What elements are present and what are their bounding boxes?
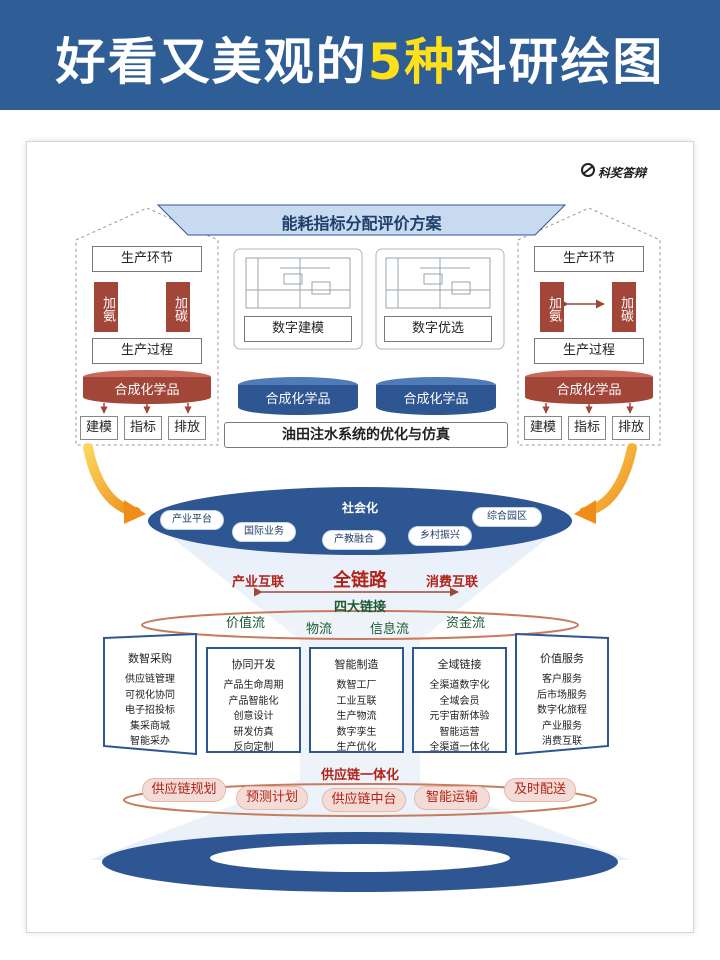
supply-pill-forecast: 预测计划 — [236, 786, 308, 810]
panel-item: 生产物流 — [336, 711, 377, 722]
supply-pill-planning: 供应链规划 — [142, 778, 226, 802]
panel-omnichannel: 全域链接 全渠道数字化 全域会员 元宇宙新体验 智能运营 全渠道一体化 — [413, 656, 506, 756]
panel-item: 消费互联 — [542, 736, 582, 747]
panel-title: 数智采购 — [128, 652, 172, 665]
panel-item: 可视化协同 — [125, 689, 175, 701]
panel-title: 价值服务 — [540, 652, 584, 665]
panel-item: 数字孪生 — [336, 726, 377, 738]
digital-optimization-label: 数字优选 — [384, 316, 492, 342]
panel-development: 协同开发 产品生命周期 产品智能化 创意设计 研发仿真 反向定制 — [207, 656, 300, 756]
right-production-link-box: 生产环节 — [534, 246, 644, 272]
panel-title: 智能制造 — [334, 658, 379, 671]
panel-item: 反向定制 — [233, 742, 274, 753]
panel-item: 智能运营 — [439, 726, 480, 738]
chain-right-label: 消费互联 — [426, 575, 479, 590]
panel-procurement: 数智采购 供应链管理 可视化协同 电子招投标 集采商城 智能采办 — [104, 650, 196, 750]
ring-pill-industry-platform: 产业平台 — [160, 510, 224, 530]
page-title: 好看又美观的5种科研绘图 — [0, 22, 720, 94]
brand-name: 科奖答辩 — [598, 166, 647, 180]
panel-item: 后市场服务 — [537, 689, 587, 701]
left-process-box: 生产过程 — [92, 338, 202, 364]
flow-logistics: 物流 — [306, 622, 333, 637]
brand-logo-icon — [581, 163, 595, 177]
left-cylinder-label: 合成化学品 — [114, 383, 180, 398]
banner-title: 能耗指标分配评价方案 — [281, 214, 442, 233]
right-process-box: 生产过程 — [534, 338, 644, 364]
panel-item: 供应链管理 — [125, 674, 175, 685]
flow-information: 信息流 — [370, 622, 410, 637]
socialization-label: 社会化 — [341, 501, 378, 515]
panel-item: 创意设计 — [233, 711, 274, 722]
ring-pill-international: 国际业务 — [232, 522, 296, 542]
left-production-link-box: 生产环节 — [92, 246, 202, 272]
panel-item: 客户服务 — [542, 674, 582, 685]
panel-item: 元宇宙新体验 — [429, 711, 490, 722]
panel-item: 工业互联 — [336, 695, 377, 707]
oilfield-optimization-box: 油田注水系统的优化与仿真 — [224, 422, 508, 448]
panel-item: 集采商城 — [130, 720, 170, 732]
supply-pill-delivery: 及时配送 — [504, 778, 576, 802]
header-banner: 好看又美观的5种科研绘图 — [0, 0, 720, 110]
right-cylinder-label: 合成化学品 — [556, 383, 622, 398]
ring-pill-rural-revitalization: 乡村振兴 — [408, 526, 472, 546]
panel-item: 研发仿真 — [233, 726, 274, 738]
panel-manufacturing: 智能制造 数智工厂 工业互联 生产物流 数字孪生 生产优化 — [310, 656, 403, 756]
ring-pill-industry-education: 产教融合 — [322, 530, 386, 550]
right-output-modeling: 建模 — [524, 416, 562, 440]
right-output-index: 指标 — [568, 416, 606, 440]
left-carbon-box: 加碳 — [166, 282, 190, 332]
chain-subtitle: 四大链接 — [333, 600, 386, 615]
panel-item: 生产优化 — [336, 742, 377, 753]
flow-value: 价值流 — [226, 616, 266, 631]
panel-item: 全渠道数字化 — [429, 680, 490, 691]
panel-item: 产品智能化 — [228, 695, 279, 707]
supply-chain-title: 供应链一体化 — [320, 768, 399, 783]
panel-item: 数字化旅程 — [537, 705, 587, 716]
chain-title: 全链路 — [333, 570, 387, 591]
center-right-cylinder-label: 合成化学品 — [403, 392, 469, 407]
flow-capital: 资金流 — [446, 616, 486, 631]
left-output-emission: 排放 — [168, 416, 206, 440]
title-highlight: 5种 — [367, 33, 457, 91]
center-left-cylinder-label: 合成化学品 — [265, 392, 331, 407]
panel-item: 全渠道一体化 — [429, 742, 490, 753]
panel-item: 产品生命周期 — [223, 680, 284, 691]
supply-pill-transport: 智能运输 — [414, 786, 490, 810]
supply-pill-middle-platform: 供应链中台 — [322, 788, 406, 812]
panel-title: 全域链接 — [437, 658, 482, 671]
panel-title: 协同开发 — [231, 658, 276, 671]
panel-value-service: 价值服务 客户服务 后市场服务 数字化旅程 产业服务 消费互联 — [516, 650, 608, 750]
panel-item: 全域会员 — [439, 695, 480, 707]
right-ammonia-box: 加氨 — [540, 282, 564, 332]
panel-item: 数智工厂 — [336, 680, 377, 691]
right-carbon-box: 加碳 — [612, 282, 636, 332]
title-part1: 好看又美观的 — [55, 33, 368, 91]
left-output-modeling: 建模 — [80, 416, 118, 440]
title-part2: 科研绘图 — [456, 33, 665, 91]
left-ammonia-box: 加氨 — [94, 282, 118, 332]
right-output-emission: 排放 — [612, 416, 650, 440]
panel-item: 电子招投标 — [125, 705, 175, 716]
chain-left-label: 产业互联 — [232, 575, 285, 590]
ring-pill-industrial-park: 综合园区 — [472, 507, 542, 527]
panel-item: 产业服务 — [542, 720, 582, 732]
digital-modeling-label: 数字建模 — [244, 316, 352, 342]
left-output-index: 指标 — [124, 416, 162, 440]
panel-item: 智能采办 — [130, 736, 170, 747]
